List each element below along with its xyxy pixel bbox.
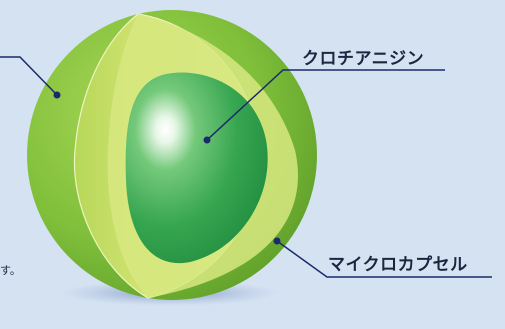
core	[125, 72, 268, 264]
capsule-label: マイクロカプセル	[328, 255, 468, 275]
core-leader-line	[206, 69, 445, 141]
capsule-leader-line	[276, 240, 492, 278]
core-leader-dot	[203, 136, 211, 144]
capsule-leader-dot	[273, 237, 281, 245]
core-label: クロチアニジン	[302, 49, 425, 69]
outer-shell-leader-dot	[53, 91, 61, 99]
note-text-fragment: す。	[0, 264, 21, 277]
outer-shell-leader-line	[0, 56, 58, 96]
